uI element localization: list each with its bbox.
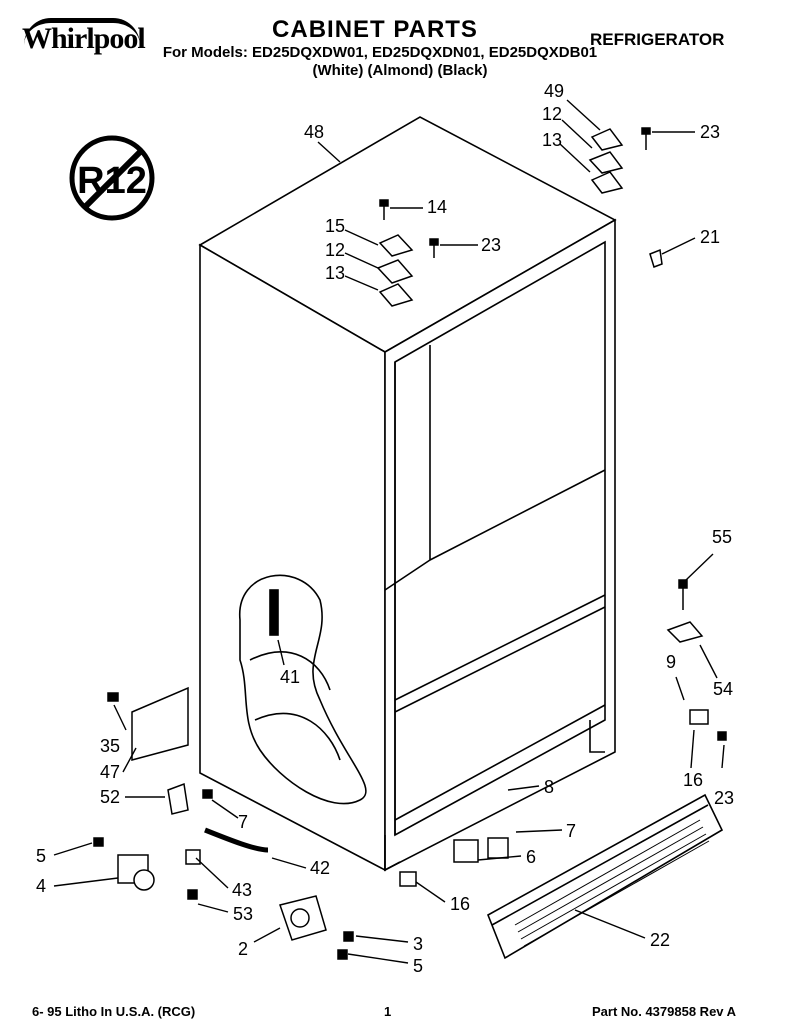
callout-15: 15 bbox=[325, 216, 345, 236]
callout-41: 41 bbox=[280, 667, 300, 687]
model-list: For Models: ED25DQXDW01, ED25DQXDN01, ED… bbox=[162, 44, 598, 61]
callout-48: 48 bbox=[304, 122, 324, 142]
callout-6: 6 bbox=[526, 847, 536, 867]
callout-55: 55 bbox=[712, 527, 732, 547]
callout-12-center: 12 bbox=[325, 240, 345, 260]
no-r12-badge: R12 bbox=[69, 135, 155, 221]
callout-52: 52 bbox=[100, 787, 120, 807]
lower-left-parts bbox=[93, 686, 509, 960]
callout-4: 4 bbox=[36, 876, 46, 896]
callout-49: 49 bbox=[544, 81, 564, 101]
callout-35: 35 bbox=[100, 736, 120, 756]
callout-7-right: 7 bbox=[566, 821, 576, 841]
callout-2: 2 bbox=[238, 939, 248, 959]
footer-page-number: 1 bbox=[384, 1004, 392, 1019]
callout-47: 47 bbox=[100, 762, 120, 782]
callout-7-left: 7 bbox=[238, 812, 248, 832]
footer-part-number: Part No. 4379858 Rev A bbox=[592, 1004, 737, 1019]
lower-right-parts bbox=[666, 579, 727, 741]
callout-23-bottom-right: 23 bbox=[714, 788, 734, 808]
callout-13-top-right: 13 bbox=[542, 130, 562, 150]
product-category: REFRIGERATOR bbox=[590, 30, 725, 49]
top-center-hinge bbox=[376, 199, 439, 307]
callout-54: 54 bbox=[713, 679, 733, 699]
toe-grille bbox=[486, 793, 724, 960]
callout-16-bottom: 16 bbox=[450, 894, 470, 914]
whirlpool-logo: Whirlpool bbox=[22, 18, 146, 56]
top-right-hinge bbox=[588, 127, 651, 194]
callout-23-top-right: 23 bbox=[700, 122, 720, 142]
callout-16-right: 16 bbox=[683, 770, 703, 790]
callout-42: 42 bbox=[310, 858, 330, 878]
callout-21: 21 bbox=[700, 227, 720, 247]
leader-lines bbox=[53, 99, 725, 964]
callout-13-center: 13 bbox=[325, 263, 345, 283]
page-title: CABINET PARTS bbox=[272, 16, 478, 43]
callout-5-bottom: 5 bbox=[413, 956, 423, 976]
callout-12-top-right: 12 bbox=[542, 104, 562, 124]
callout-3: 3 bbox=[413, 934, 423, 954]
callout-14: 14 bbox=[427, 197, 447, 217]
cabinet-body bbox=[198, 116, 617, 872]
callout-5-left: 5 bbox=[36, 846, 46, 866]
callout-53: 53 bbox=[233, 904, 253, 924]
callout-43: 43 bbox=[232, 880, 252, 900]
footer-litho: 6- 95 Litho In U.S.A. (RCG) bbox=[32, 1004, 196, 1019]
callout-9: 9 bbox=[666, 652, 676, 672]
color-list: (White) (Almond) (Black) bbox=[312, 62, 488, 79]
callout-23-center: 23 bbox=[481, 235, 501, 255]
callout-22: 22 bbox=[650, 930, 670, 950]
part-21-pin bbox=[649, 248, 663, 268]
callout-labels: 48 49 12 13 23 14 15 12 23 13 21 55 41 9… bbox=[36, 81, 734, 976]
callout-8: 8 bbox=[544, 777, 554, 797]
